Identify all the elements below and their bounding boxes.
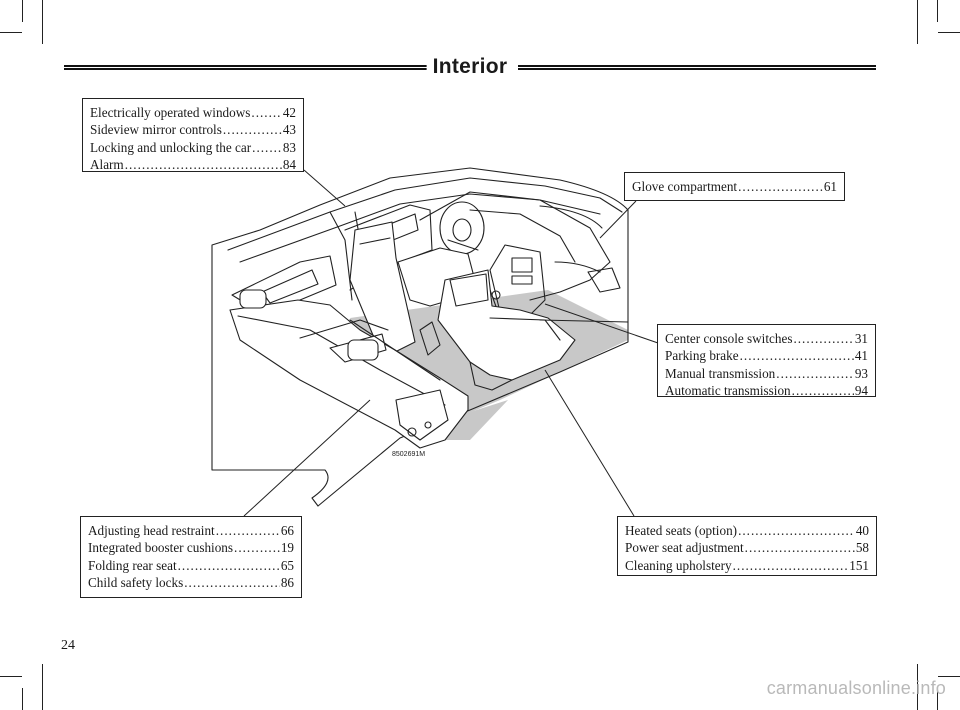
rear-floor-shade <box>445 400 508 440</box>
index-entry[interactable]: Manual transmission93 <box>665 365 868 382</box>
index-box-head-restraint: Adjusting head restraint66 Integrated bo… <box>80 516 302 598</box>
page-header: Interior <box>64 55 876 81</box>
index-entry[interactable]: Center console switches31 <box>665 330 868 347</box>
title-rule-right <box>518 65 876 70</box>
figure-code: 8502691M <box>392 451 425 458</box>
index-entry[interactable]: Adjusting head restraint66 <box>88 522 294 539</box>
index-entry[interactable]: Alarm84 <box>90 156 296 173</box>
steering-wheel-icon <box>439 201 485 255</box>
index-entry[interactable]: Power seat adjustment58 <box>625 539 869 556</box>
driver-seat-icon <box>349 221 416 353</box>
car-body-outline <box>211 167 629 507</box>
index-entry[interactable]: Integrated booster cushions19 <box>88 539 294 556</box>
index-entry[interactable]: Sideview mirror controls43 <box>90 121 296 138</box>
title-rule-left <box>64 65 440 70</box>
index-box-glove: Glove compartment61 <box>624 172 845 201</box>
index-box-console: Center console switches31 Parking brake4… <box>657 324 876 399</box>
watermark: carmanualsonline.info <box>766 678 946 698</box>
index-entry[interactable]: Cleaning upholstery151 <box>625 557 869 574</box>
index-entry[interactable]: Glove compartment61 <box>632 178 837 195</box>
index-entry[interactable]: Heated seats (option)40 <box>625 522 869 539</box>
index-entry[interactable]: Parking brake41 <box>665 347 868 364</box>
index-entry[interactable]: Electrically operated windows42 <box>90 104 296 121</box>
index-entry[interactable]: Automatic transmission94 <box>665 382 868 399</box>
page-number: 24 <box>61 638 75 653</box>
index-box-seats: Heated seats (option)40 Power seat adjus… <box>617 516 877 576</box>
index-entry[interactable]: Child safety locks86 <box>88 574 294 591</box>
index-entry[interactable]: Locking and unlocking the car83 <box>90 139 296 156</box>
page-title: Interior <box>426 55 514 79</box>
index-entry[interactable]: Folding rear seat65 <box>88 557 294 574</box>
index-box-windows: Electrically operated windows42 Sideview… <box>82 98 304 172</box>
leader-lines <box>243 169 659 517</box>
